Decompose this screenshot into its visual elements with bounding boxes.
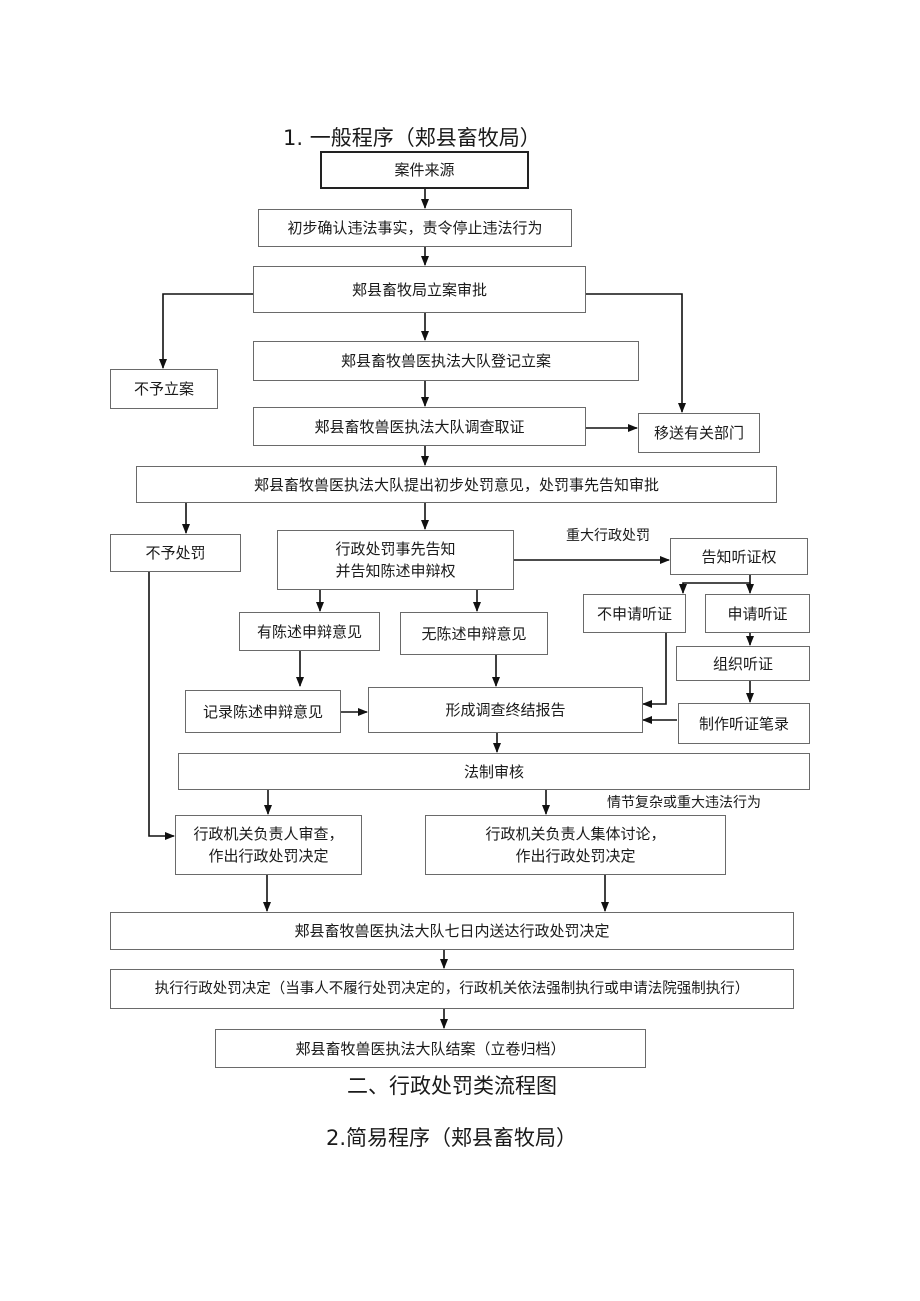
- no-hearing-request-box: 不申请听证: [583, 594, 686, 633]
- execute-decision-box: 执行行政处罚决定（当事人不履行处罚决定的，行政机关依法强制执行或申请法院强制执行…: [110, 969, 794, 1009]
- deliver-decision-box: 郏县畜牧兽医执法大队七日内送达行政处罚决定: [110, 912, 794, 950]
- preliminary-confirm-box: 初步确认违法事实，责令停止违法行为: [258, 209, 572, 247]
- general-procedure-title: 1. 一般程序（郏县畜牧局）: [283, 126, 541, 150]
- hearing-right-box: 告知听证权: [670, 538, 808, 575]
- hearing-request-box: 申请听证: [705, 594, 810, 633]
- no-penalty-box: 不予处罚: [110, 534, 241, 572]
- filing-approval-box: 郏县畜牧局立案审批: [253, 266, 586, 313]
- final-report-box: 形成调查终结报告: [368, 687, 643, 733]
- close-case-box: 郏县畜牧兽医执法大队结案（立卷归档）: [215, 1029, 646, 1068]
- collective-discussion-box: 行政机关负责人集体讨论， 作出行政处罚决定: [425, 815, 726, 875]
- record-statement-box: 记录陈述申辩意见: [185, 690, 341, 733]
- prior-notice-box: 行政处罚事先告知 并告知陈述申辩权: [277, 530, 514, 590]
- complex-case-label: 情节复杂或重大违法行为: [607, 795, 761, 811]
- hearing-transcript-box: 制作听证笔录: [678, 703, 810, 744]
- section-title: 二、行政处罚类流程图: [347, 1074, 557, 1098]
- head-review-box: 行政机关负责人审查， 作出行政处罚决定: [175, 815, 362, 875]
- transfer-box: 移送有关部门: [638, 413, 760, 453]
- case-source-box: 案件来源: [320, 151, 529, 189]
- propose-opinion-box: 郏县畜牧兽医执法大队提出初步处罚意见，处罚事先告知审批: [136, 466, 777, 503]
- organize-hearing-box: 组织听证: [676, 646, 810, 681]
- legal-review-box: 法制审核: [178, 753, 810, 790]
- register-case-box: 郏县畜牧兽医执法大队登记立案: [253, 341, 639, 381]
- no-filing-box: 不予立案: [110, 369, 218, 409]
- investigate-box: 郏县畜牧兽医执法大队调查取证: [253, 407, 586, 446]
- major-penalty-label: 重大行政处罚: [566, 528, 650, 544]
- has-statement-box: 有陈述申辩意见: [239, 612, 380, 651]
- simple-procedure-title: 2.简易程序（郏县畜牧局）: [326, 1126, 578, 1150]
- no-statement-box: 无陈述申辩意见: [400, 612, 548, 655]
